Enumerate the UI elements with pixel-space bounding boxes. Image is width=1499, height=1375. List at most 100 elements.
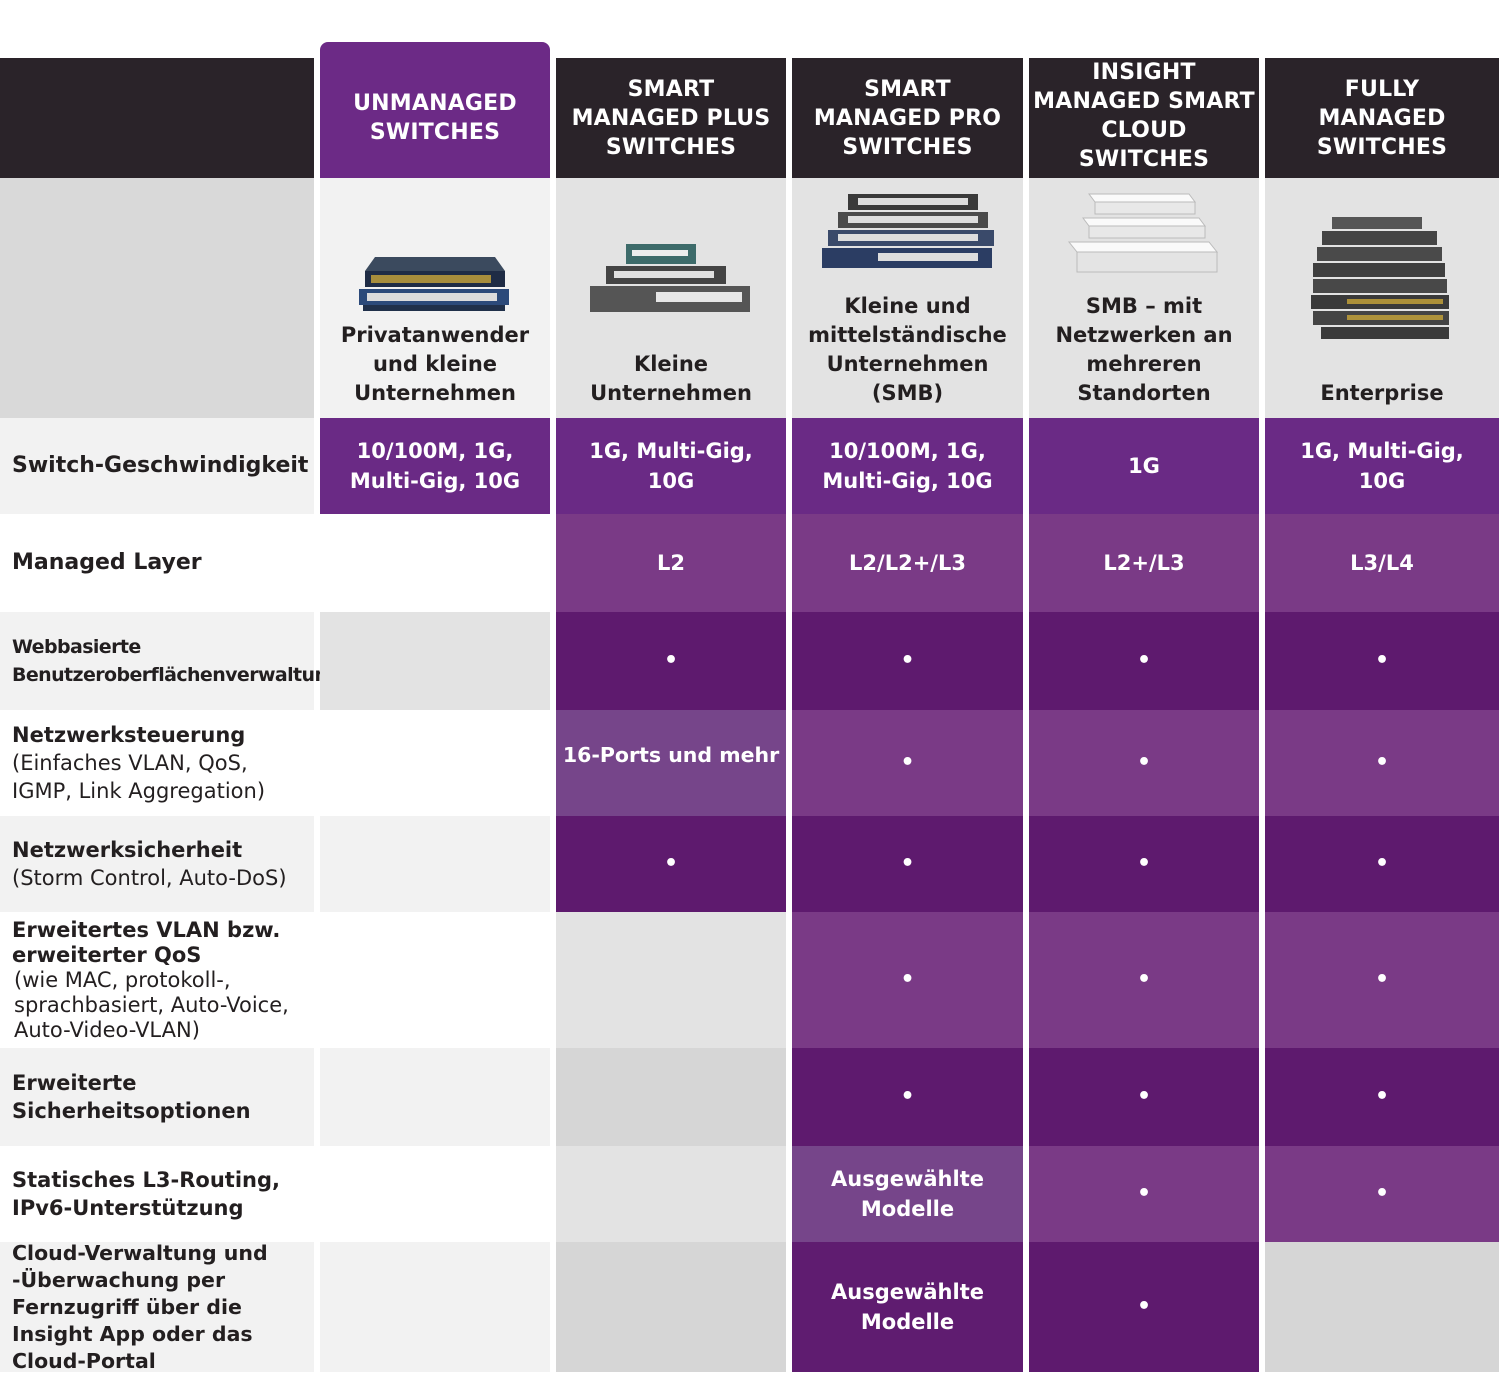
cell-value: Ausgewählte Modelle bbox=[831, 1167, 984, 1221]
row-label-switch-speed: Switch-Geschwindigkeit bbox=[0, 418, 314, 514]
column-title: FULLY MANAGED SWITCHES bbox=[1316, 76, 1448, 160]
segment-text: SMB – mit Netzwerken an mehreren Standor… bbox=[1055, 294, 1233, 405]
cell-webui-smart-plus: • bbox=[556, 612, 786, 710]
row-label-managed-layer: Managed Layer bbox=[0, 514, 314, 612]
check-dot: • bbox=[1136, 851, 1152, 876]
cell-cloud-fully-managed bbox=[1265, 1242, 1499, 1372]
cell-value: L3/L4 bbox=[1350, 551, 1414, 575]
cell-advsec-insight: • bbox=[1029, 1048, 1259, 1146]
cell-value: 10/100M, 1G, Multi-Gig, 10G bbox=[349, 439, 521, 493]
cell-speed-smart-plus: 1G, Multi-Gig, 10G bbox=[556, 418, 786, 514]
check-dot: • bbox=[900, 851, 915, 876]
cell-cloud-smart-plus bbox=[556, 1242, 786, 1372]
check-dot: • bbox=[1136, 1181, 1152, 1206]
row-subtitle: (wie MAC, protokoll-, sprachbasiert, Aut… bbox=[14, 967, 289, 1042]
cell-cloud-unmanaged bbox=[320, 1242, 550, 1372]
cell-webui-insight: • bbox=[1029, 612, 1259, 710]
cell-security-smart-plus: • bbox=[556, 816, 786, 912]
check-dot: • bbox=[900, 1084, 915, 1109]
column-header-fully-managed: FULLY MANAGED SWITCHES bbox=[1265, 58, 1499, 178]
segment-text: Kleine Unternehmen bbox=[590, 352, 752, 405]
switch-stack-image bbox=[1067, 193, 1219, 273]
column-header-smart-pro: SMART MANAGED PRO SWITCHES bbox=[792, 58, 1023, 178]
cell-vlan-insight: • bbox=[1029, 912, 1259, 1048]
cell-speed-smart-pro: 10/100M, 1G, Multi-Gig, 10G bbox=[792, 418, 1023, 514]
check-dot: • bbox=[1374, 750, 1390, 775]
switch-stack-image bbox=[821, 194, 994, 268]
column-header-insight: INSIGHT MANAGED SMART CLOUD SWITCHES bbox=[1029, 58, 1259, 178]
cell-control-smart-plus: 16-Ports und mehr bbox=[556, 710, 786, 816]
row-subtitle: (Einfaches VLAN, QoS, IGMP, Link Aggrega… bbox=[12, 751, 266, 803]
cell-layer-smart-pro: L2/L2+/L3 bbox=[792, 514, 1023, 612]
row-label-network-security: Netzwerksicherheit (Storm Control, Auto-… bbox=[0, 816, 314, 912]
check-dot: • bbox=[1374, 648, 1390, 673]
cell-security-unmanaged bbox=[320, 816, 550, 912]
cell-control-smart-pro: • bbox=[792, 710, 1023, 816]
column-title: UNMANAGED SWITCHES bbox=[353, 91, 517, 145]
cell-advsec-fully-managed: • bbox=[1265, 1048, 1499, 1146]
segment-cell-fully-managed: Enterprise bbox=[1265, 178, 1499, 418]
check-dot: • bbox=[1374, 1084, 1390, 1109]
cell-value: 1G, Multi-Gig, 10G bbox=[1300, 439, 1464, 493]
row-title: Netzwerksicherheit bbox=[12, 838, 243, 862]
cell-vlan-unmanaged bbox=[320, 912, 550, 1048]
check-dot: • bbox=[1136, 967, 1152, 992]
cell-webui-smart-pro: • bbox=[792, 612, 1023, 710]
segment-text: Kleine und mittelständische Unternehmen … bbox=[808, 294, 1007, 405]
cell-l3-insight: • bbox=[1029, 1146, 1259, 1242]
cell-speed-fully-managed: 1G, Multi-Gig, 10G bbox=[1265, 418, 1499, 514]
column-header-smart-plus: SMART MANAGED PLUS SWITCHES bbox=[556, 58, 786, 178]
column-header-unmanaged: UNMANAGED SWITCHES bbox=[320, 42, 550, 178]
cell-vlan-smart-plus bbox=[556, 912, 786, 1048]
cell-value: Ausgewählte Modelle bbox=[831, 1280, 984, 1334]
row-title: Statisches L3-Routing, IPv6-Unterstützun… bbox=[12, 1168, 280, 1220]
check-dot: • bbox=[900, 750, 915, 775]
row-title: Netzwerksteuerung bbox=[12, 723, 246, 747]
column-title: INSIGHT MANAGED SMART CLOUD SWITCHES bbox=[1033, 60, 1255, 172]
row-title: Erweiterte Sicherheitsoptionen bbox=[12, 1071, 251, 1123]
row-label-advanced-vlan: Erweitertes VLAN bzw. erweiterter QoS (w… bbox=[0, 912, 314, 1048]
cell-value: L2/L2+/L3 bbox=[849, 551, 966, 575]
column-title: SMART MANAGED PRO SWITCHES bbox=[813, 76, 1002, 160]
segment-cell-unmanaged: Privatanwender und kleine Unternehmen bbox=[320, 178, 550, 418]
row-label-l3-routing: Statisches L3-Routing, IPv6-Unterstützun… bbox=[0, 1146, 314, 1242]
check-dot: • bbox=[1136, 1294, 1152, 1319]
row-title: Cloud-Verwaltung und -Überwachung per Fe… bbox=[12, 1240, 268, 1373]
cell-value: L2 bbox=[657, 551, 685, 575]
row-label-advanced-security: Erweiterte Sicherheitsoptionen bbox=[0, 1048, 314, 1146]
cell-l3-unmanaged bbox=[320, 1146, 550, 1242]
segment-cell-insight: SMB – mit Netzwerken an mehreren Standor… bbox=[1029, 178, 1259, 418]
cell-security-smart-pro: • bbox=[792, 816, 1023, 912]
row-label-web-ui: Webbasierte Benutzeroberflächenverwaltun… bbox=[0, 612, 341, 710]
row-label-cloud: Cloud-Verwaltung und -Überwachung per Fe… bbox=[0, 1240, 314, 1373]
cell-advsec-smart-pro: • bbox=[792, 1048, 1023, 1146]
cell-l3-fully-managed: • bbox=[1265, 1146, 1499, 1242]
row-title: Webbasierte Benutzeroberflächenverwaltun… bbox=[12, 636, 341, 686]
cell-l3-smart-plus bbox=[556, 1146, 786, 1242]
check-dot: • bbox=[1374, 967, 1390, 992]
header-corner bbox=[0, 58, 314, 178]
cell-vlan-smart-pro: • bbox=[792, 912, 1023, 1048]
check-dot: • bbox=[1136, 648, 1152, 673]
check-dot: • bbox=[900, 967, 915, 992]
row-label-network-control: Netzwerksteuerung (Einfaches VLAN, QoS, … bbox=[0, 710, 320, 816]
switch-stack-image bbox=[1311, 217, 1449, 339]
cell-advsec-unmanaged bbox=[320, 1048, 550, 1146]
cell-value: 1G bbox=[1128, 454, 1160, 478]
cell-value: 1G, Multi-Gig, 10G bbox=[589, 439, 753, 493]
cell-cloud-insight: • bbox=[1029, 1242, 1259, 1372]
check-dot: • bbox=[900, 648, 915, 673]
check-dot: • bbox=[1136, 1084, 1152, 1109]
cell-value: L2+/L3 bbox=[1103, 551, 1185, 575]
cell-layer-smart-plus: L2 bbox=[556, 514, 786, 612]
segment-text: Privatanwender und kleine Unternehmen bbox=[340, 323, 530, 405]
row-title: Managed Layer bbox=[12, 550, 202, 575]
cell-speed-insight: 1G bbox=[1029, 418, 1259, 514]
segment-cell-smart-pro: Kleine und mittelständische Unternehmen … bbox=[792, 178, 1023, 418]
cell-vlan-fully-managed: • bbox=[1265, 912, 1499, 1048]
cell-layer-insight: L2+/L3 bbox=[1029, 514, 1259, 612]
cell-security-fully-managed: • bbox=[1265, 816, 1499, 912]
cell-l3-smart-pro: Ausgewählte Modelle bbox=[792, 1146, 1023, 1242]
check-dot: • bbox=[1374, 1181, 1390, 1206]
cell-cloud-smart-pro: Ausgewählte Modelle bbox=[792, 1242, 1023, 1372]
